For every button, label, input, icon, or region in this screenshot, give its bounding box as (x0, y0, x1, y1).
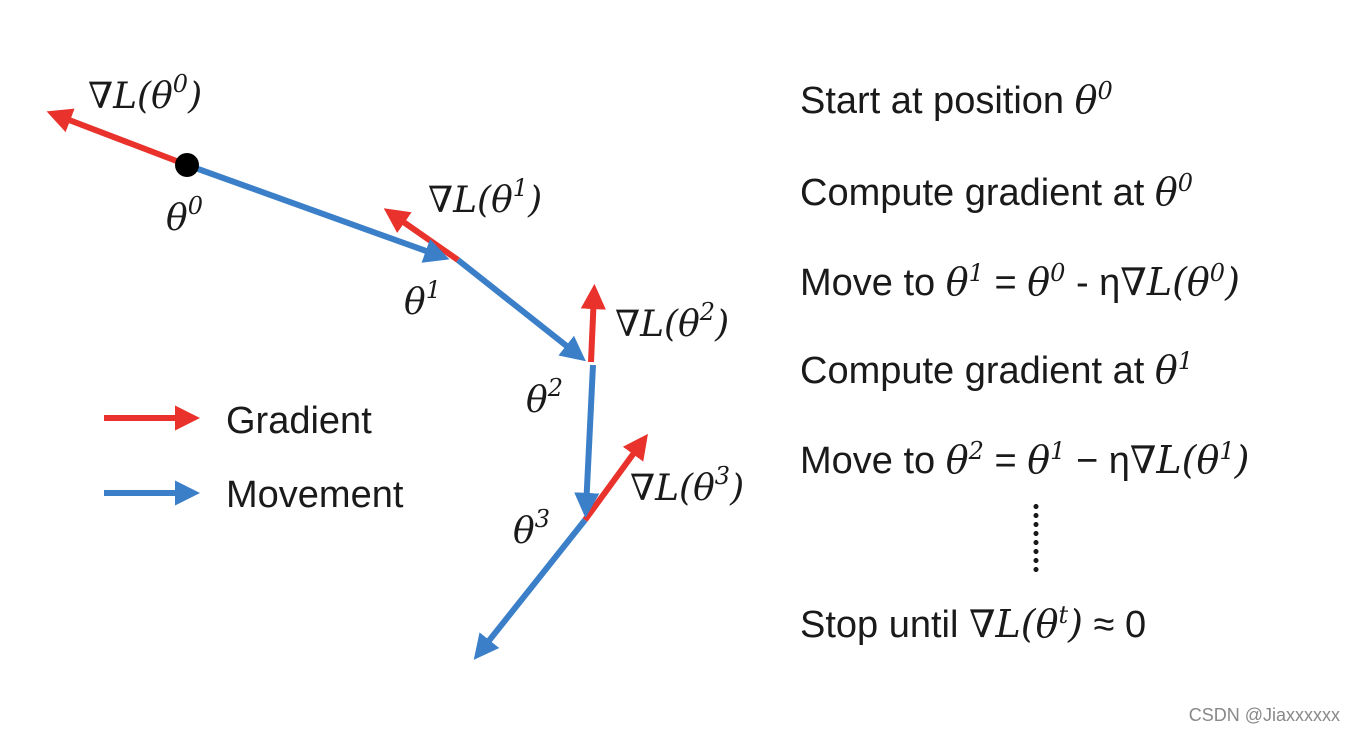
movement-arrow-1 (185, 162, 450, 263)
legend-movement-label: Movement (226, 474, 404, 516)
gradient-descent-diagram: θ0 θ1 θ2 θ3 ∇L(θ0) ∇L(θ1) ∇L(θ2) ∇L(θ3) … (46, 70, 744, 660)
step-stop: Stop until ∇L(θt) ≈ 0 (800, 601, 1147, 646)
gradient-label-0: ∇L(θ0) (88, 70, 202, 117)
point-label-1: θ1 (404, 276, 441, 323)
gradient-arrow-0 (46, 108, 189, 168)
gradient-label-2: ∇L(θ2) (615, 298, 729, 345)
step-move-2: Move to θ2 = θ1 − η∇L(θ1) (800, 437, 1250, 482)
step-compute-gradient-1: Compute gradient at θ1 (800, 347, 1194, 392)
gradient-label-1: ∇L(θ1) (428, 174, 542, 221)
step-compute-gradient-0: Compute gradient at θ0 (800, 169, 1194, 214)
legend-gradient-label: Gradient (226, 400, 372, 442)
continuation-dots (1032, 502, 1040, 576)
step-start: Start at position θ0 (800, 77, 1113, 122)
point-label-3: θ3 (513, 505, 550, 552)
legend: Gradient Movement (104, 400, 404, 516)
watermark: CSDN @Jiaxxxxxx (1188, 705, 1340, 725)
movement-arrow-3 (574, 364, 600, 519)
gradient-label-3: ∇L(θ3) (630, 462, 744, 509)
movement-arrow-2 (456, 257, 586, 362)
point-label-0: θ0 (166, 192, 203, 239)
point-label-2: θ2 (526, 374, 563, 421)
gradient-arrow-2 (580, 283, 606, 363)
step-move-1: Move to θ1 = θ0 - η∇L(θ0) (800, 259, 1240, 304)
start-point (175, 153, 199, 177)
movement-arrow-4 (473, 518, 588, 660)
